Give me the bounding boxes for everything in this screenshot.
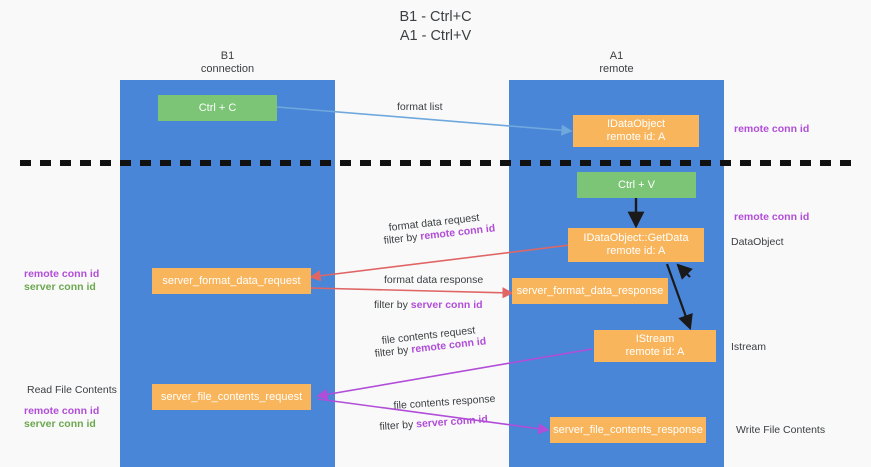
edge-label-file-contents-response: file contents response — [393, 392, 496, 413]
node-server-file-contents-response[interactable]: server_file_contents_response — [550, 417, 706, 443]
annotation-right-write-file-contents: Write File Contents — [736, 424, 826, 436]
page-title: B1 - Ctrl+C A1 - Ctrl+V — [399, 9, 472, 44]
annotation-left-remote-conn-id-bottom: remote conn id — [24, 405, 100, 417]
node-idataobject[interactable]: IDataObject remote id: A — [573, 115, 699, 147]
annotation-left-remote-conn-id-mid: remote conn id — [24, 268, 100, 280]
node-ctrl-c[interactable]: Ctrl + C — [158, 95, 277, 121]
annotation-left-server-conn-id-mid: server conn id — [24, 281, 96, 293]
lane-title-b1: B1 connection — [200, 50, 255, 75]
annotation-right-remote-conn-id-mid: remote conn id — [734, 211, 810, 223]
annotation-left-server-conn-id-bottom: server conn id — [24, 418, 96, 430]
filter-prefix: filter by — [374, 343, 413, 360]
edge-label-format-list: format list — [397, 101, 443, 113]
node-server-format-data-request[interactable]: server_format_data_request — [152, 268, 311, 294]
filter-prefix: filter by — [374, 299, 411, 311]
annotation-right-dataobject: DataObject — [731, 236, 784, 248]
node-ctrl-v[interactable]: Ctrl + V — [577, 172, 696, 198]
edge-label-file-contents-response-filter: filter by server conn id — [379, 412, 488, 434]
arrow-format-data-response — [310, 287, 514, 299]
filter-prefix: filter by — [383, 230, 422, 247]
node-istream[interactable]: IStream remote id: A — [594, 330, 716, 362]
annotation-left-read-file-contents: Read File Contents — [27, 384, 117, 396]
edge-label-file-contents-response-line1: file contents response — [393, 392, 496, 412]
node-idataobject-getdata[interactable]: IDataObject::GetData remote id: A — [568, 228, 704, 262]
filter-prefix: filter by — [379, 418, 417, 433]
node-server-format-data-response[interactable]: server_format_data_response — [512, 278, 668, 304]
edge-label-format-data-response-filter: filter by server conn id — [374, 298, 483, 312]
annotation-right-istream: Istream — [731, 341, 767, 353]
lane-title-a1: A1 remote — [599, 50, 634, 75]
node-server-file-contents-request[interactable]: server_file_contents_request — [152, 384, 311, 410]
annotation-right-remote-conn-id-top: remote conn id — [734, 123, 810, 135]
edge-label-format-data-response: format data response — [384, 274, 484, 286]
filter-value: server conn id — [410, 299, 483, 311]
filter-value: server conn id — [415, 413, 489, 431]
